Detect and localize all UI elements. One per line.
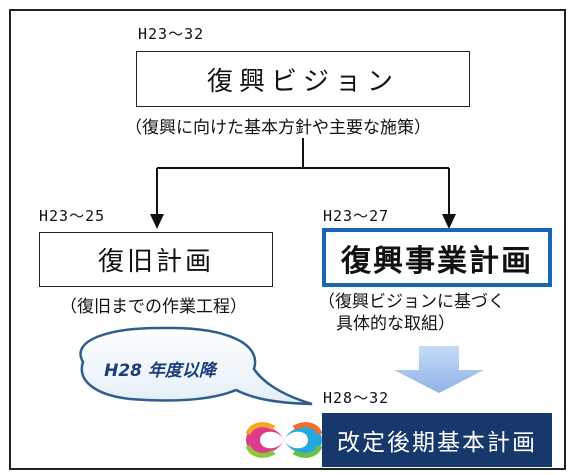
arrow-to-reconstruction-plan bbox=[442, 214, 456, 229]
reconstruction-plan-caption-line2: 具体的な取組） bbox=[336, 314, 455, 334]
revised-plan-title: 改定後期基本計画 bbox=[337, 430, 537, 456]
reconstruction-plan-period-label: H23～27 bbox=[323, 207, 390, 225]
recovery-plan-box: 復旧計画 bbox=[39, 232, 273, 287]
recovery-plan-caption: （復旧までの作業工程） bbox=[60, 297, 247, 317]
arrow-to-recovery-plan bbox=[150, 214, 164, 229]
reconstruction-vision-title: 復興ビジョン bbox=[206, 66, 399, 97]
reconstruction-vision-caption: （復興に向けた基本方針や主要な施策） bbox=[125, 118, 431, 138]
speech-bubble bbox=[79, 326, 313, 406]
recovery-plan-title: 復旧計画 bbox=[97, 247, 214, 277]
recovery-plan-period-label: H23～25 bbox=[39, 207, 106, 225]
diagram-frame bbox=[9, 9, 566, 470]
speech-bubble-text: H28 年度以降 bbox=[104, 361, 216, 381]
down-arrow-to-revised-plan bbox=[394, 346, 484, 393]
reconstruction-plan-title: 復興事業計画 bbox=[341, 243, 533, 279]
infinity-logo bbox=[245, 422, 323, 458]
reconstruction-plan-box: 復興事業計画 bbox=[322, 228, 552, 287]
reconstruction-plan-caption-line1: （復興ビジョンに基づく bbox=[318, 292, 505, 312]
revised-plan-box: 改定後期基本計画 bbox=[322, 413, 552, 467]
vision-period-label: H23～32 bbox=[138, 25, 205, 43]
flow-connector bbox=[156, 138, 450, 218]
reconstruction-vision-box: 復興ビジョン bbox=[136, 51, 470, 107]
revised-plan-period-label: H28～32 bbox=[323, 389, 390, 407]
